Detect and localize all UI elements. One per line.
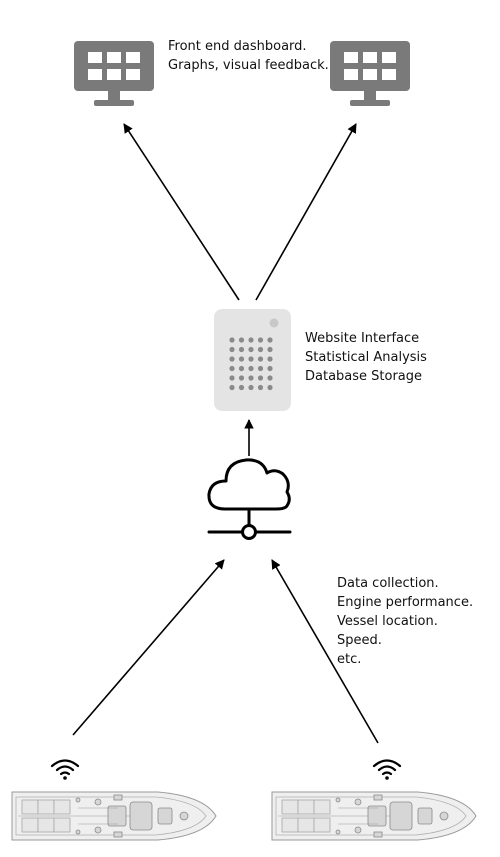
server-grille-dot [229,365,235,372]
server-grille-dot [248,365,254,372]
server-grille-dot [229,356,235,362]
server-grille-dot [238,375,245,381]
arrow-left-vessel-to-cloud [72,559,225,736]
server-label-line: Statistical Analysis [305,350,427,365]
server-grille-dot [238,356,245,362]
server-grille-dot [257,365,264,372]
data-collection-label: Data collection. Engine performance. Ves… [337,574,473,669]
server-label: Website Interface Statistical Analysis D… [305,329,427,386]
server-grille-dot [248,375,254,381]
wifi-icon [372,759,402,780]
server-grille-dot [257,356,264,362]
arrow-right-vessel-to-cloud [271,559,379,744]
server-grille-dot [229,346,235,353]
server-grille-dot [267,365,273,372]
server-label-line: Website Interface [305,331,420,346]
server-grille-dot [229,384,235,391]
data-label-line: Speed. [337,633,382,648]
server-grille-dot [267,346,273,353]
wifi-icon [50,759,80,780]
server-grille-dot [229,375,235,381]
dashboard-label: Front end dashboard. Graphs, visual feed… [168,37,329,75]
server-grille-dot [257,375,264,381]
server-grille-dot [267,384,273,391]
server-grille-dot [248,384,254,391]
dashboard-label-line: Front end dashboard. [168,39,307,54]
arrow-server-to-right-monitor [255,123,357,301]
server-grille-dot [267,375,273,381]
data-label-line: Vessel location. [337,614,438,629]
server-icon [214,309,291,411]
data-label-line: etc. [337,652,362,667]
server-grille-dot [248,346,254,353]
server-grille-dot [229,337,235,343]
cloud-network-icon [207,458,292,540]
server-grille-dot [238,346,245,353]
arrow-server-to-left-monitor [123,123,240,301]
vessel-icon [271,791,477,841]
dashboard-label-line: Graphs, visual feedback. [168,58,329,73]
server-grille-dot [267,356,273,362]
server-grille-dot [257,346,264,353]
server-grille-dot [267,337,273,343]
data-label-line: Engine performance. [337,595,474,610]
server-grille-dot [238,365,245,372]
monitor-icon [74,41,154,106]
server-grille-dot [248,337,254,343]
server-grille-dot [248,356,254,362]
server-grille-dot [238,337,245,343]
server-grille-dot [257,384,264,391]
vessel-icon [11,791,217,841]
server-grille-dot [257,337,264,343]
server-grille-dot [238,384,245,391]
monitor-icon [330,41,410,106]
server-label-line: Database Storage [305,369,423,384]
data-label-line: Data collection. [337,576,439,591]
